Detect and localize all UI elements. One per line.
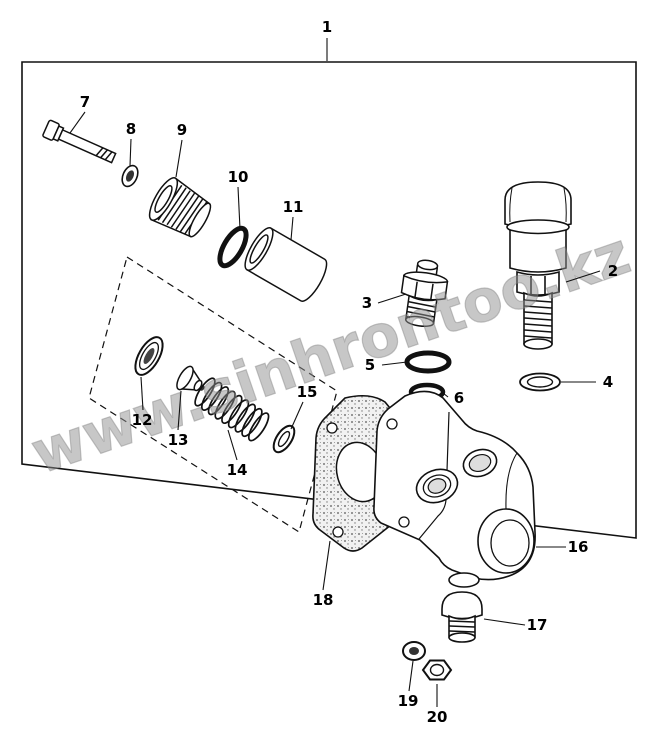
leader-line-3 (377, 293, 407, 304)
part-labels: 1 2 3 4 5 6 7 8 9 10 11 12 13 14 15 16 1… (80, 18, 618, 726)
leader-line-2 (565, 270, 601, 283)
part-label-11: 11 (283, 198, 304, 216)
part-9-threaded-plug (148, 177, 212, 238)
part-16-pump-body (373, 390, 536, 588)
leader-lines (69, 38, 601, 707)
part-label-14: 14 (227, 461, 248, 479)
part-label-15: 15 (297, 383, 318, 401)
leader-line-14 (227, 429, 238, 461)
part-10-o-ring (217, 225, 249, 269)
part-label-18: 18 (313, 591, 334, 609)
leader-line-9 (175, 139, 183, 178)
part-label-6: 6 (454, 389, 464, 407)
part-label-5: 5 (365, 356, 375, 374)
leader-line-17 (483, 618, 526, 626)
part-2-primer-assembly (504, 181, 572, 350)
leader-line-10 (237, 186, 241, 230)
part-label-13: 13 (168, 431, 189, 449)
part-4-washer (519, 372, 561, 392)
part-label-2: 2 (608, 262, 618, 280)
part-8-washer (121, 164, 139, 188)
part-20-nut (421, 659, 453, 681)
part-3-inlet-fitting (400, 259, 449, 328)
leader-line-15 (290, 401, 304, 430)
leader-line-7 (69, 111, 86, 134)
part-label-3: 3 (362, 294, 372, 312)
leader-line-5 (381, 361, 408, 366)
leader-line-12 (140, 376, 144, 411)
part-14-spring (194, 377, 270, 442)
part-11-sleeve (244, 227, 328, 302)
part-label-8: 8 (126, 120, 136, 138)
part-label-9: 9 (177, 121, 187, 139)
part-label-1: 1 (322, 18, 332, 36)
part-7-bolt (42, 119, 117, 164)
part-label-4: 4 (603, 373, 613, 391)
assembly-border (21, 61, 637, 539)
part-label-17: 17 (527, 616, 548, 634)
part-label-12: 12 (132, 411, 153, 429)
part-12-seal (134, 336, 164, 376)
leader-line-19 (408, 660, 414, 692)
leader-line-6 (442, 392, 449, 398)
part-label-10: 10 (228, 168, 249, 186)
leader-line-18 (322, 540, 331, 591)
part-19-washer (402, 641, 426, 661)
leader-line-8 (129, 138, 132, 167)
part-17-plug (441, 591, 483, 643)
leader-line-11 (290, 216, 294, 241)
part-label-20: 20 (427, 708, 448, 726)
part-label-16: 16 (568, 538, 589, 556)
part-label-19: 19 (398, 692, 419, 710)
part-label-7: 7 (80, 93, 90, 111)
part-15-washer (272, 424, 296, 454)
leader-line-13 (177, 390, 182, 431)
